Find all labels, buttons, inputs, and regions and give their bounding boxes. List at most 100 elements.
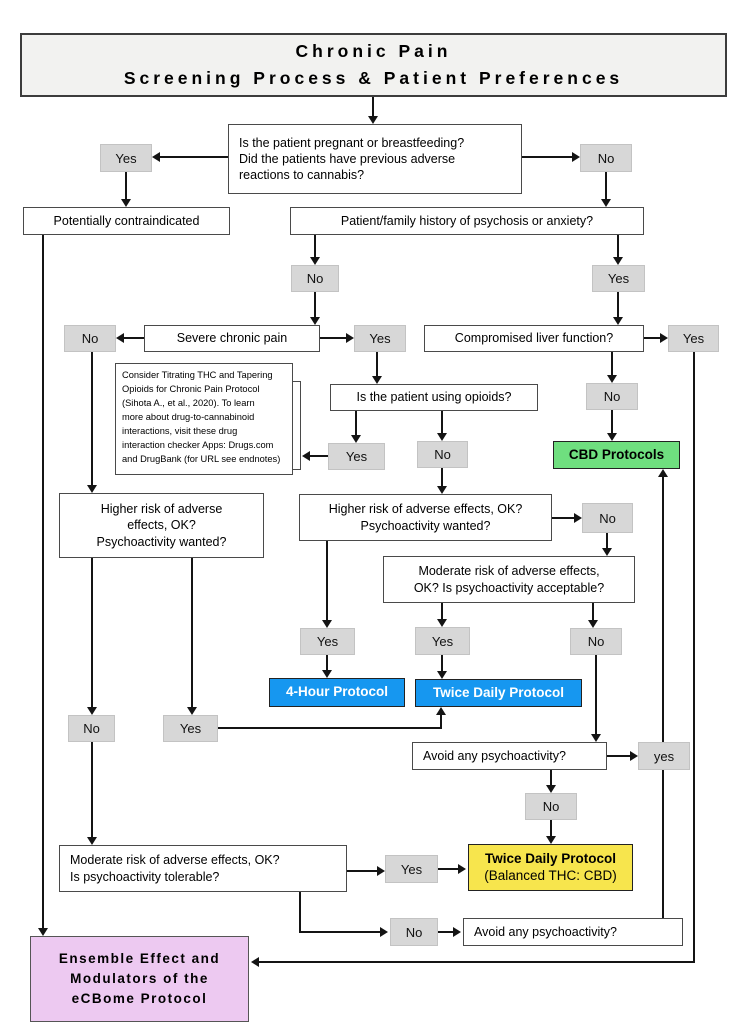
arrowhead (453, 927, 461, 937)
arrowhead (607, 375, 617, 383)
connector-no-yellow (550, 820, 552, 836)
protocol-ensemble-ecbome: Ensemble Effect and Modulators of the eC… (30, 936, 249, 1022)
protocol-twice-daily-balanced-line2: (Balanced THC: CBD) (484, 867, 617, 883)
connector-opioids-no (441, 411, 443, 433)
label-yes-pregnant: Yes (100, 144, 152, 172)
decision-higher-risk-mid: Higher risk of adverse effects, OK? Psyc… (299, 494, 552, 541)
connector-yes-note (310, 455, 328, 457)
arrowhead (630, 751, 638, 761)
protocol-twice-daily-balanced: Twice Daily Protocol (Balanced THC: CBD) (468, 844, 633, 891)
protocol-4-hour: 4-Hour Protocol (269, 678, 405, 707)
arrowhead (121, 199, 131, 207)
arrowhead (87, 837, 97, 845)
connector-contraindicated-ensemble (42, 235, 44, 928)
arrowhead (116, 333, 124, 343)
label-no-moderate-mid: No (570, 628, 622, 655)
arrowhead (572, 152, 580, 162)
connector-psychosis-no (314, 235, 316, 257)
arrowhead (613, 317, 623, 325)
decision-avoid-psychoactivity-2: Avoid any psychoactivity? (463, 918, 683, 946)
connector-no-cbd (611, 410, 613, 433)
label-yes-severe-pain: Yes (354, 325, 406, 352)
label-no-liver: No (586, 383, 638, 410)
connector-moderate-no (592, 603, 594, 620)
connector-higher-mid-no (552, 517, 574, 519)
flowchart-title: Chronic Pain Screening Process & Patient… (20, 33, 727, 97)
arrowhead (437, 433, 447, 441)
arrowhead (310, 257, 320, 265)
arrowhead (613, 257, 623, 265)
arrowhead (380, 927, 388, 937)
connector-avoid1-yes (607, 755, 630, 757)
label-yes-higher-left: Yes (163, 715, 218, 742)
decision-moderate-risk-left: Moderate risk of adverse effects, OK? Is… (59, 845, 347, 892)
label-yes-4hour: Yes (300, 628, 355, 655)
arrowhead (322, 670, 332, 678)
connector-yes-contraindicated (125, 172, 127, 199)
arrowhead (437, 486, 447, 494)
connector-no-higher-left (91, 352, 93, 485)
connector-no-avoid2 (438, 931, 453, 933)
label-yes-avoid-1: yes (638, 742, 690, 770)
arrowhead (546, 836, 556, 844)
arrowhead (607, 433, 617, 441)
note-titrating-thc: Consider Titrating THC and Tapering Opio… (115, 363, 293, 475)
connector-yes-4hour (326, 655, 328, 670)
connector-moderate-left-right (299, 931, 380, 933)
label-yes-moderate-left: Yes (385, 855, 438, 883)
decision-pregnant-breastfeeding: Is the patient pregnant or breastfeeding… (228, 124, 522, 194)
connector-yes-yellow (438, 868, 458, 870)
connector-higher-left-yes (191, 558, 193, 707)
connector-liver-yes (644, 337, 660, 339)
arrowhead (658, 469, 668, 477)
label-no-higher-left: No (68, 715, 115, 742)
decision-higher-risk-left: Higher risk of adverse effects, OK? Psyc… (59, 493, 264, 558)
arrowhead (437, 671, 447, 679)
arrowhead (377, 866, 385, 876)
arrowhead (574, 513, 582, 523)
decision-severe-chronic-pain: Severe chronic pain (144, 325, 320, 352)
decision-avoid-psychoactivity-1: Avoid any psychoactivity? (412, 742, 607, 770)
arrowhead (591, 734, 601, 742)
label-no-psychosis: No (291, 265, 339, 292)
arrowhead (346, 333, 354, 343)
connector-opioids-yes (355, 411, 357, 435)
connector-yes-liver (617, 292, 619, 317)
connector-yes-opioids-q (376, 352, 378, 376)
connector-no-moderate-left (91, 742, 93, 837)
decision-using-opioids: Is the patient using opioids? (330, 384, 538, 411)
connector-moderate-yes (441, 603, 443, 619)
arrowhead (251, 957, 259, 967)
arrowhead (602, 548, 612, 556)
arrowhead (458, 864, 466, 874)
connector-liver-no (611, 352, 613, 375)
arrowhead (302, 451, 310, 461)
label-no-moderate-left: No (390, 918, 438, 946)
connector-severe-no (124, 337, 144, 339)
arrowhead (310, 317, 320, 325)
label-no-pregnant: No (580, 144, 632, 172)
connector-pregnant-no (522, 156, 572, 158)
outcome-potentially-contraindicated: Potentially contraindicated (23, 207, 230, 235)
decision-psychosis-anxiety: Patient/family history of psychosis or a… (290, 207, 644, 235)
connector-no-higher-mid (441, 468, 443, 486)
arrowhead (437, 619, 447, 627)
arrowhead (351, 435, 361, 443)
connector-no-severe (314, 292, 316, 317)
label-no-severe-pain: No (64, 325, 116, 352)
arrowhead (660, 333, 668, 343)
arrowhead (87, 485, 97, 493)
arrowhead (152, 152, 160, 162)
connector-no-psychosis (605, 172, 607, 199)
arrowhead (87, 707, 97, 715)
connector-yes-left-elbow (218, 727, 442, 729)
connector-title-down (372, 97, 374, 117)
connector-higher-left-no (91, 558, 93, 707)
connector-yes-left-up (440, 714, 442, 729)
connector-psychosis-yes (617, 235, 619, 257)
label-yes-liver: Yes (668, 325, 719, 352)
decision-moderate-risk-mid: Moderate risk of adverse effects, OK? Is… (383, 556, 635, 603)
connector-no-moderate-mid (606, 533, 608, 548)
connector-severe-yes (320, 337, 346, 339)
